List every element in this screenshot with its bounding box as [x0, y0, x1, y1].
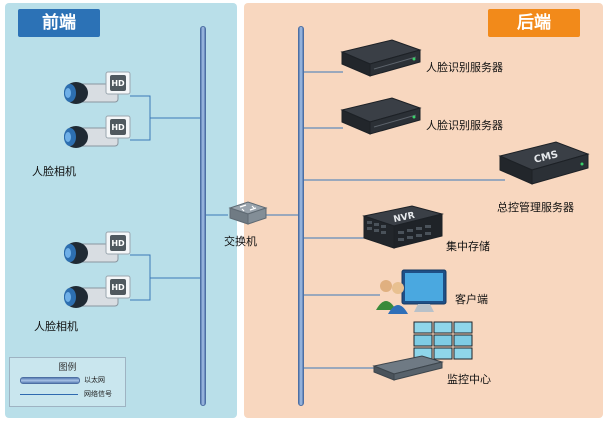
nvr-storage-icon: NVR	[362, 205, 444, 249]
legend-signal-swatch	[20, 394, 78, 395]
svg-text:HD: HD	[111, 79, 125, 88]
central-storage-label: 集中存储	[446, 240, 490, 253]
camera-group-2-label: 人脸相机	[34, 320, 78, 333]
legend-title: 图例	[58, 363, 77, 373]
face-camera-icon: HD	[64, 71, 131, 104]
camera-link-4	[130, 278, 151, 301]
legend-ethernet-swatch	[20, 377, 80, 384]
client-label: 客户端	[455, 293, 488, 306]
face-recognition-server-icon	[340, 39, 422, 77]
camera-link-3	[130, 254, 200, 279]
legend-box: 图例 以太网 网络信号	[9, 357, 126, 407]
camera-group-1-label: 人脸相机	[32, 165, 76, 178]
face-recognition-server-2-label: 人脸识别服务器	[426, 119, 503, 132]
face-camera-icon: HD	[64, 115, 131, 148]
front-end-title: 前端	[18, 9, 100, 37]
front-ethernet-bus	[200, 26, 206, 406]
legend-signal-label: 网络信号	[84, 390, 112, 398]
cms-server-icon: CMS	[498, 141, 590, 185]
svg-text:HD: HD	[111, 283, 125, 292]
client-workstation-icon	[376, 269, 447, 314]
camera-link-2	[130, 118, 151, 141]
face-camera-icon: HD	[64, 231, 131, 264]
back-ethernet-bus	[298, 26, 304, 406]
monitoring-center-label: 监控中心	[447, 373, 491, 386]
monitoring-center-icon	[372, 321, 473, 381]
legend-ethernet-label: 以太网	[84, 376, 105, 384]
face-recognition-server-1-label: 人脸识别服务器	[426, 61, 503, 74]
face-camera-icon: HD	[64, 275, 131, 308]
camera-link-1	[130, 95, 200, 119]
cms-server-label: 总控管理服务器	[497, 201, 574, 214]
svg-text:HD: HD	[111, 239, 125, 248]
switch-label: 交换机	[224, 235, 257, 248]
back-end-title: 后端	[488, 9, 580, 37]
svg-text:HD: HD	[111, 123, 125, 132]
face-recognition-server-icon	[340, 97, 422, 135]
network-switch-icon	[228, 201, 268, 225]
